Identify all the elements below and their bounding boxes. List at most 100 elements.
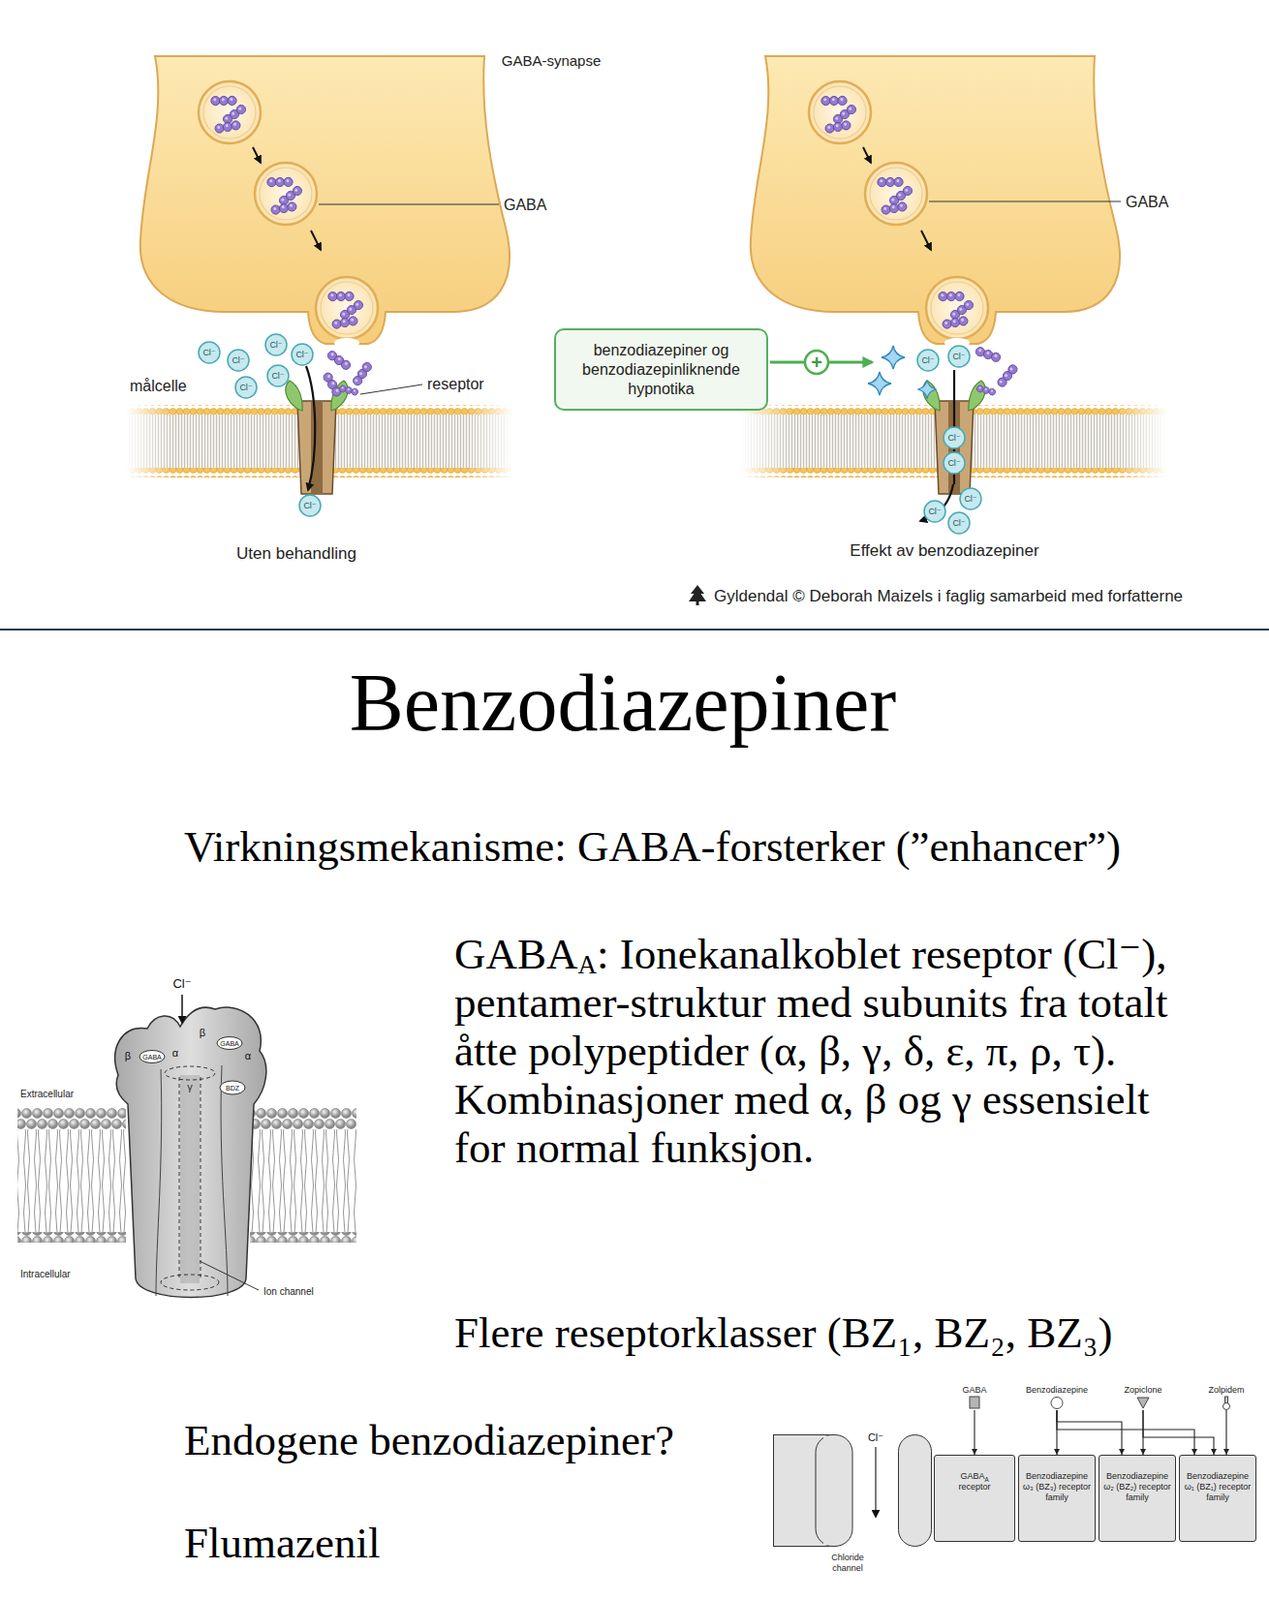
ligand-shape — [1051, 1397, 1063, 1410]
chloride-ion — [267, 365, 289, 387]
site-label: BDZ — [225, 1084, 240, 1092]
ion-label: Cl⁻ — [231, 356, 245, 366]
part-label: Ion channel — [263, 1286, 314, 1299]
channel-shape — [773, 1434, 932, 1548]
bullet-text: Endogene benzodiazepiner? — [184, 1414, 675, 1467]
chloride-ion — [235, 376, 257, 399]
subunit-label: β — [124, 1051, 131, 1062]
receptor-box: Benzodiazepine ω₂ (BZ₂) receptor family — [1098, 1454, 1177, 1543]
lipid-bilayer — [249, 1108, 357, 1119]
ligand-shape — [1135, 1395, 1151, 1411]
ion-label: Cl⁻ — [928, 507, 941, 517]
receptor-protein — [219, 1081, 246, 1095]
ligand-symbol: Benzodiazepine — [1025, 1385, 1088, 1411]
receptor-protein — [160, 1274, 219, 1291]
ligand-shape — [969, 1396, 980, 1409]
receptor-protein — [220, 1065, 228, 1297]
ligand-name: Zolpidem — [1207, 1385, 1244, 1396]
ion-label: Cl⁻ — [867, 1431, 884, 1445]
leader-line — [199, 1261, 259, 1291]
gaba-molecule — [992, 363, 1022, 389]
region-label: Intracellular — [20, 1269, 71, 1281]
ligand-symbol: GABA — [961, 1385, 987, 1411]
receptor-box: GABAAreceptor — [933, 1454, 1016, 1543]
receptor-protein — [180, 1075, 200, 1284]
gaba-molecule — [973, 340, 1002, 369]
chloride-ion — [959, 488, 982, 510]
gaba-molecule — [347, 361, 376, 388]
chloride-ion — [917, 349, 939, 372]
lipid-bilayer — [17, 1118, 126, 1130]
connector-arrow — [1056, 1410, 1195, 1455]
subtitle: Virkningsmekanisme: GABA-forsterker (”en… — [184, 820, 1121, 873]
callout-box: benzodiazepiner og benzodiazepinliknende… — [554, 328, 769, 411]
ion-flow-arrow — [181, 994, 184, 1023]
ion-label: Cl⁻ — [295, 350, 309, 360]
receptor-name: Benzodiazepine ω₂ (BZ₂) receptor family — [1102, 1471, 1173, 1503]
text-run: GABA — [454, 929, 579, 979]
lipid-bilayer — [249, 1118, 357, 1130]
subunit-label: γ — [186, 1082, 193, 1093]
receptor-protein — [216, 1037, 243, 1051]
receptor-box: Benzodiazepine ω₁ (BZ₁) receptor family — [1178, 1454, 1257, 1543]
ion-label: Cl⁻ — [172, 976, 191, 992]
part-label: målcelle — [129, 376, 187, 396]
chloride-ion — [265, 334, 287, 356]
ion-label: Cl⁻ — [303, 501, 316, 511]
ion-label: Cl⁻ — [947, 459, 960, 468]
text-run: A — [578, 950, 598, 980]
receptor-subscript: A — [984, 1476, 989, 1484]
ligand-shape — [1218, 1395, 1235, 1411]
channel-shape — [823, 1436, 834, 1547]
chloride-ion — [291, 343, 313, 366]
ligand-name: Zopiclone — [1123, 1385, 1162, 1396]
chloride-ion — [924, 500, 946, 523]
receptor-protein — [200, 1077, 202, 1281]
bullet-text: Flumazenil — [184, 1516, 380, 1570]
ion-label: Cl⁻ — [271, 371, 284, 381]
ligand-name: GABA — [961, 1385, 987, 1396]
part-label: GABA — [503, 195, 547, 215]
publisher-logo — [688, 585, 707, 602]
subunit-label: α — [245, 1051, 251, 1062]
subunit-label: α — [172, 1048, 179, 1059]
panel-caption: Uten behandling — [236, 544, 357, 564]
leader-line — [360, 384, 423, 395]
receptor-protein — [115, 1007, 267, 1298]
receptor-name: Benzodiazepine ω₁ (BZ₁) receptor family — [1182, 1471, 1253, 1503]
presynaptic-terminal — [140, 56, 510, 348]
part-label: GABA — [1125, 192, 1169, 212]
connector-arrow — [973, 1410, 975, 1455]
gaba-receptor — [285, 380, 348, 495]
plus-sign: + — [810, 352, 823, 372]
chloride-ion — [948, 345, 970, 368]
ligand-shape — [1049, 1395, 1065, 1411]
site-label: GABA — [219, 1040, 239, 1048]
region-label: Extracellular — [20, 1088, 74, 1101]
chloride-ion — [943, 427, 965, 449]
enhancer-arrow — [828, 361, 872, 365]
leader-line — [318, 204, 499, 206]
benzodiazepine-molecule — [917, 379, 936, 399]
ion-label: Cl⁻ — [269, 340, 282, 350]
receptor-protein — [115, 1007, 267, 1298]
chloride-ion — [198, 341, 220, 364]
chloride-ion — [227, 349, 249, 372]
channel-block: Chloride channel — [773, 1434, 932, 1577]
receptor-protein — [139, 1051, 165, 1064]
channel-shape — [815, 1435, 853, 1548]
publisher-logo — [688, 585, 707, 606]
ligand-shape — [966, 1395, 983, 1411]
ion-label: Cl⁻ — [952, 519, 965, 528]
text-paragraph: GABAA: Ionekanalkoblet reseptor (Cl⁻), p… — [454, 929, 1201, 1173]
ion-flow-arrow — [920, 484, 954, 522]
ion-flow-arrow — [874, 1447, 876, 1517]
channel-caption: Chloride channel — [823, 1552, 872, 1575]
slide-title: Benzodiazepiner — [349, 662, 897, 744]
receptor-protein — [155, 1069, 162, 1297]
ion-flow-arrow — [306, 366, 315, 491]
ligand-shape — [1224, 1396, 1228, 1404]
panel-caption: Effekt av benzodiazepiner — [849, 541, 1039, 561]
